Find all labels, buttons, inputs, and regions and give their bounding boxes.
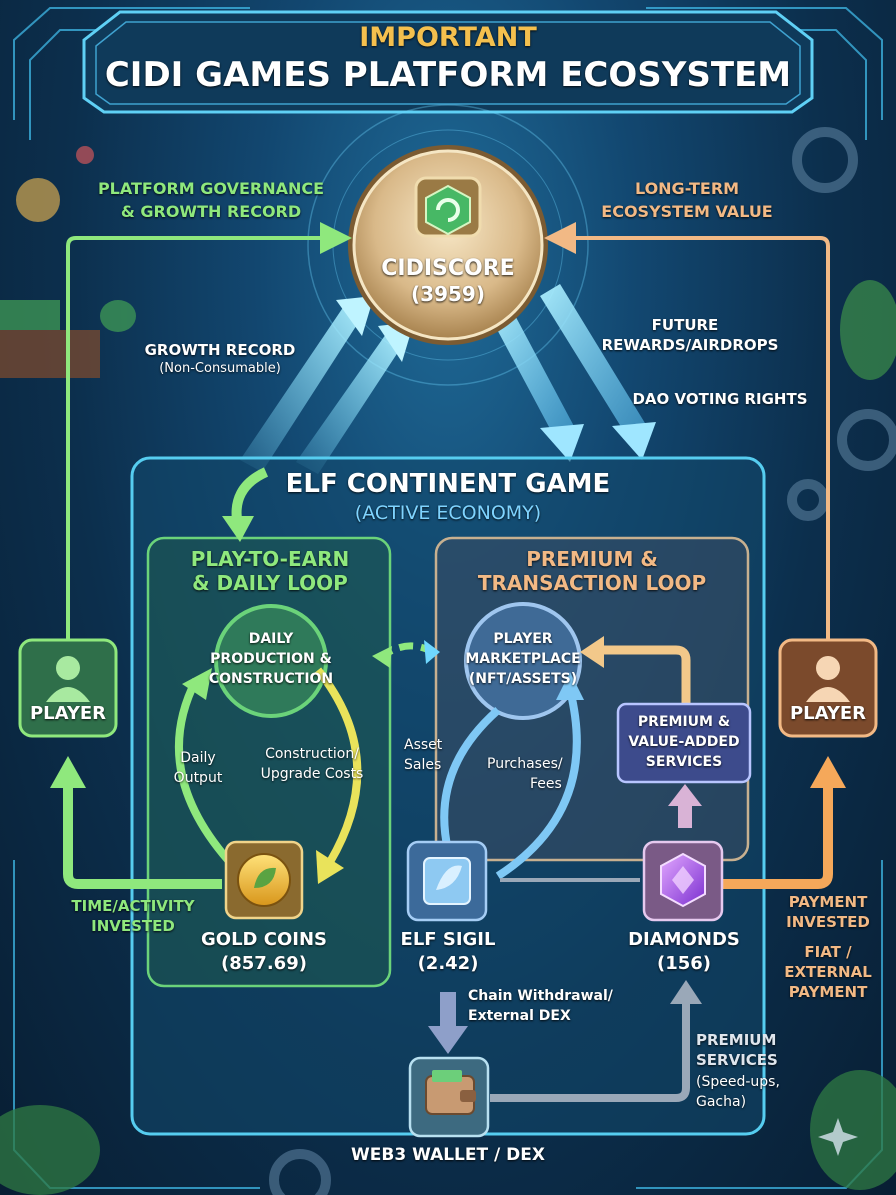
- marketplace-node: [464, 602, 582, 720]
- player-right-label: PLAYER: [789, 703, 867, 724]
- header-panel: [82, 10, 814, 114]
- marketplace-1: PLAYER: [493, 631, 553, 647]
- payment-invested-2: INVESTED: [786, 913, 870, 931]
- cidiscore-label: CIDISCORE: [381, 256, 515, 281]
- purchases-fees-1: Purchases/: [487, 756, 563, 772]
- premium-note-4: Gacha): [696, 1094, 747, 1110]
- elf-sigil-value: (2.42): [417, 953, 479, 974]
- asset-sales-1: Asset: [404, 737, 443, 753]
- daily-output-2: Output: [173, 770, 223, 786]
- payment-invested-1: PAYMENT: [788, 893, 868, 911]
- chain-withdrawal-1: Chain Withdrawal/: [468, 988, 613, 1004]
- header-kicker: IMPORTANT: [359, 22, 537, 53]
- premium-title-2: TRANSACTION LOOP: [477, 571, 707, 595]
- p2e-title-1: PLAY-TO-EARN: [190, 547, 350, 571]
- gear-icon: [269, 127, 896, 1195]
- governance-label-1: PLATFORM GOVERNANCE: [97, 179, 325, 198]
- elf-sigil-label: ELF SIGIL: [400, 929, 496, 950]
- daily-output-1: Daily: [180, 750, 216, 766]
- cidiscore-badge: [348, 145, 548, 345]
- premium-services-node: [616, 702, 752, 784]
- diamonds-label: DIAMONDS: [628, 929, 740, 950]
- premium-title-1: PREMIUM &: [526, 547, 658, 571]
- game-title: ELF CONTINENT GAME: [285, 469, 611, 499]
- construction-costs-2: Upgrade Costs: [260, 766, 364, 782]
- gold-coins-label: GOLD COINS: [201, 929, 327, 950]
- page-title: CIDI GAMES PLATFORM ECOSYSTEM: [104, 55, 792, 95]
- fiat-payment-1: FIAT /: [804, 943, 852, 961]
- premium-services-3: SERVICES: [645, 754, 723, 770]
- marketplace-2: MARKETPLACE: [465, 651, 581, 667]
- reward-beams: [492, 284, 656, 462]
- premium-note-2: SERVICES: [696, 1051, 778, 1069]
- chain-withdrawal-2: External DEX: [468, 1008, 571, 1024]
- future-rewards-label-2: REWARDS/AIRDROPS: [601, 336, 779, 354]
- fiat-payment-2: EXTERNAL: [784, 963, 872, 981]
- wallet-label: WEB3 WALLET / DEX: [351, 1145, 545, 1165]
- left-loop-line: [66, 222, 352, 640]
- diamonds-value: (156): [656, 953, 712, 974]
- ecosystem-value-label-1: LONG-TERM: [634, 179, 740, 198]
- fiat-payment-3: PAYMENT: [788, 983, 868, 1001]
- plant-decoration: [0, 146, 896, 1195]
- ecosystem-value-label-2: ECOSYSTEM VALUE: [601, 202, 773, 221]
- premium-services-1: PREMIUM &: [637, 714, 731, 730]
- dao-voting-label: DAO VOTING RIGHTS: [632, 390, 808, 408]
- marketplace-3: (NFT/ASSETS): [468, 671, 578, 687]
- daily-production-3: CONSTRUCTION: [208, 671, 334, 687]
- construction-costs-1: Construction/: [265, 746, 359, 762]
- right-loop-line: [544, 222, 830, 640]
- growth-record-sub: (Non-Consumable): [159, 361, 281, 376]
- growth-record-label: GROWTH RECORD: [144, 341, 296, 359]
- growth-beams: [240, 296, 414, 474]
- sparkle-icon: [818, 1118, 858, 1156]
- asset-sales-2: Sales: [404, 757, 442, 773]
- gold-coins-value: (857.69): [221, 953, 307, 974]
- player-left-label: PLAYER: [29, 703, 107, 724]
- premium-note-1: PREMIUM: [696, 1031, 777, 1049]
- governance-label-2: & GROWTH RECORD: [120, 202, 302, 221]
- daily-production-2: PRODUCTION &: [210, 651, 332, 667]
- cidiscore-value: (3959): [411, 282, 485, 306]
- daily-production-1: DAILY: [248, 631, 294, 647]
- purchases-fees-2: Fees: [530, 776, 562, 792]
- future-rewards-label-1: FUTURE: [651, 316, 719, 334]
- p2e-title-2: & DAILY LOOP: [192, 571, 348, 595]
- time-activity-1: TIME/ACTIVITY: [71, 897, 195, 915]
- premium-services-2: VALUE-ADDED: [628, 734, 740, 750]
- daily-production-node: [214, 604, 328, 718]
- time-activity-2: INVESTED: [91, 917, 175, 935]
- premium-note-3: (Speed-ups,: [696, 1074, 780, 1090]
- game-subtitle: (ACTIVE ECONOMY): [354, 502, 542, 524]
